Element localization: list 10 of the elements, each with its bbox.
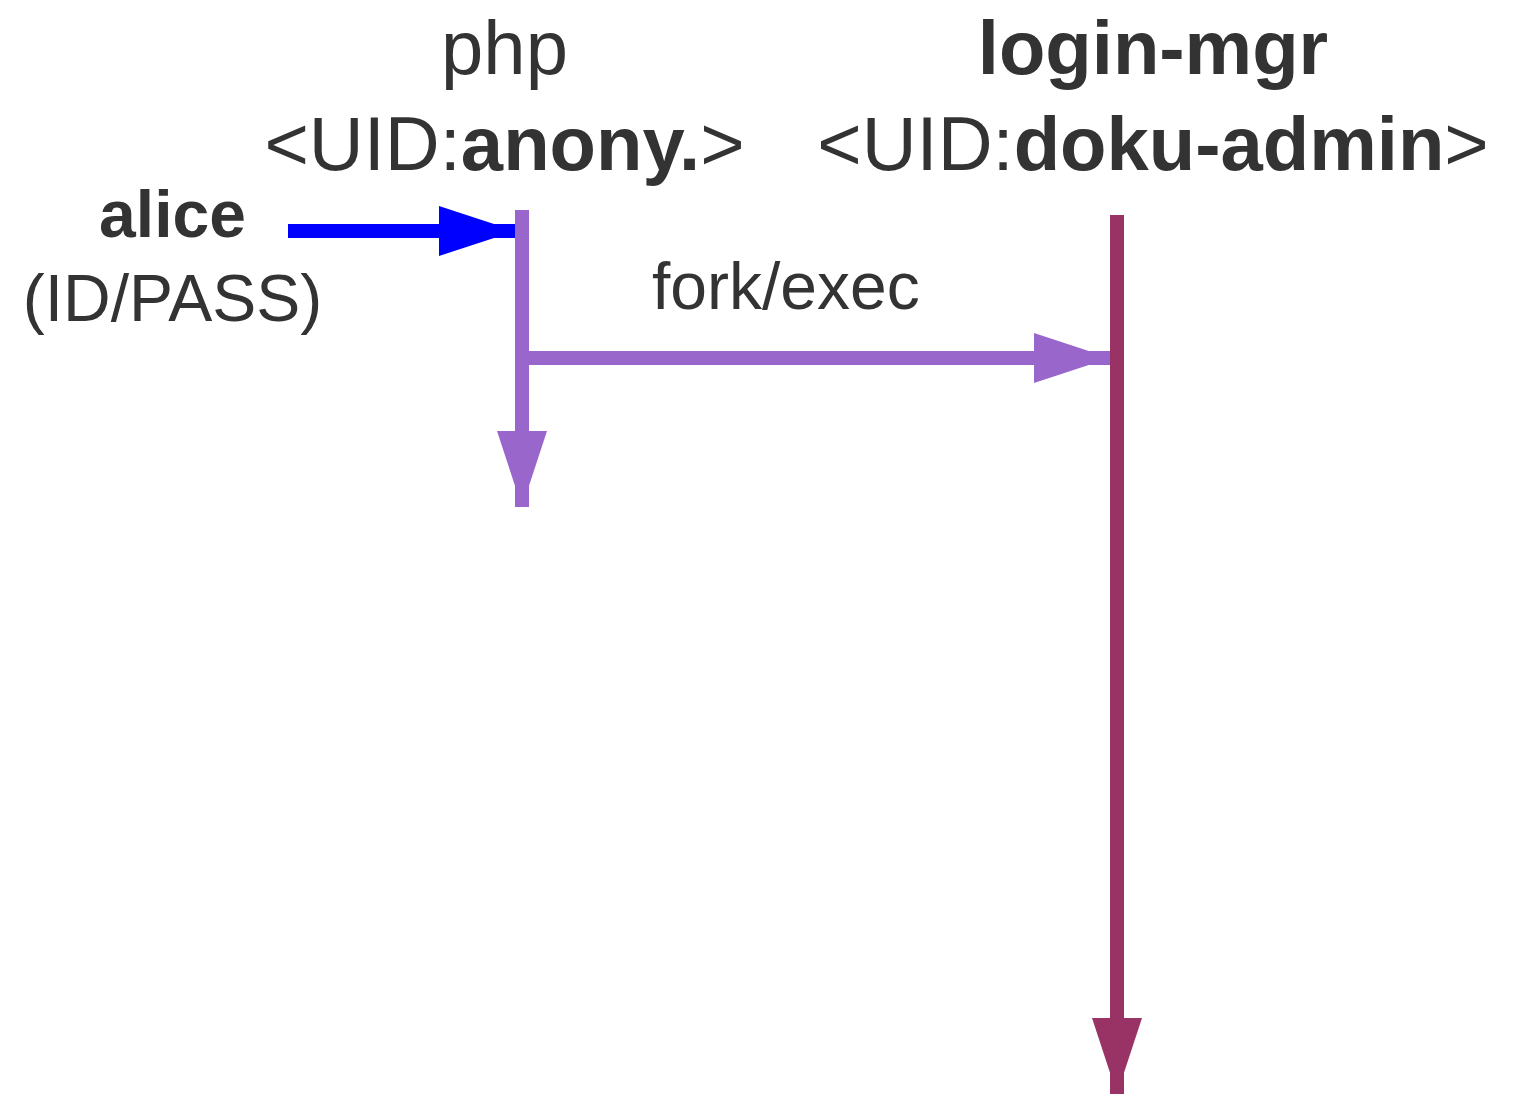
actor-name: alice (99, 176, 246, 253)
process-name: php (441, 4, 568, 92)
process-name: login-mgr (977, 4, 1329, 92)
uid-label: <UID:doku-admin> (817, 100, 1489, 188)
credential-note: (ID/PASS) (22, 260, 323, 337)
arrow (529, 333, 1110, 383)
arrow (497, 431, 547, 507)
uid-label: <UID:anony.> (264, 100, 745, 188)
arrow (1092, 1018, 1142, 1094)
arrow (288, 206, 515, 256)
